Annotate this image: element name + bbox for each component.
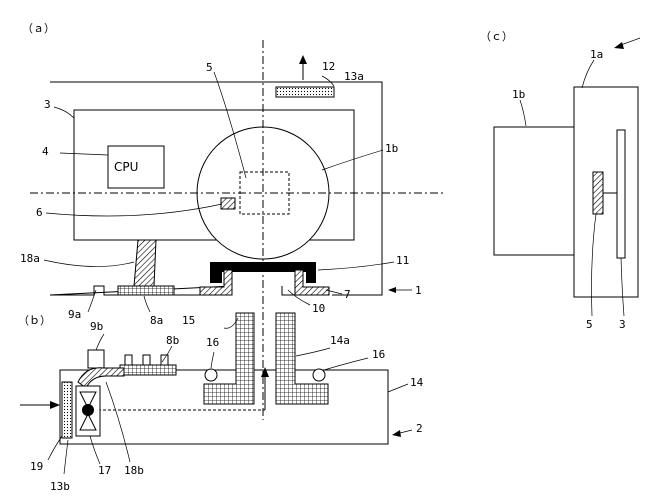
leader-9b (95, 333, 105, 351)
label-13a: 13a (344, 70, 364, 83)
connector-8b (119, 364, 177, 376)
label-3a: 3 (44, 98, 51, 111)
leader-1b (321, 149, 384, 171)
module-5-side (592, 171, 604, 215)
label-5a: 5 (206, 61, 213, 74)
leader-9a (87, 289, 97, 313)
label-5c: 5 (586, 318, 593, 331)
label-1b-a: 1b (385, 142, 398, 155)
label-12: 12 (322, 60, 335, 73)
label-10: 10 (312, 302, 325, 315)
label-14a: 14a (330, 334, 350, 347)
label-1a: 1a (590, 48, 603, 61)
leader-13a (321, 75, 335, 87)
body-1b (493, 126, 575, 256)
label-15: 15 (182, 314, 195, 327)
label-3c: 3 (619, 318, 626, 331)
leader-14 (387, 383, 409, 393)
valve-upper (79, 391, 97, 410)
leader-5c (591, 213, 597, 317)
leader-16-right (323, 357, 369, 371)
board-3-side (616, 129, 626, 259)
leader-10 (287, 289, 311, 306)
label-13b: 13b (50, 480, 70, 493)
connector-8a (117, 285, 175, 296)
roller-16-left (204, 368, 218, 382)
leader-1-arrowhead (388, 287, 396, 293)
device-2-housing (59, 369, 389, 445)
leader-8b (161, 345, 173, 363)
label-9b: 9b (90, 320, 103, 333)
block-9b (87, 349, 105, 369)
label-8a: 8a (150, 314, 163, 327)
label-2: 2 (416, 422, 423, 435)
panel-label-c: （ｃ） (480, 30, 513, 43)
part-13a (275, 86, 335, 98)
label-16-right: 16 (372, 348, 385, 361)
roller-16-right (312, 368, 326, 382)
leader-4 (59, 152, 109, 156)
bracket-left (199, 269, 233, 296)
pin-1 (124, 354, 133, 366)
leader-15 (223, 317, 239, 329)
leader-6 (45, 203, 223, 217)
leader-5 (213, 71, 247, 179)
cable-18b (77, 367, 125, 389)
element-6 (220, 197, 236, 210)
label-4: 4 (42, 145, 49, 158)
leader-1a (581, 59, 595, 89)
label-18a: 18a (20, 252, 40, 265)
leader-16-left (210, 351, 215, 369)
bracket-7 (294, 269, 330, 296)
label-14: 14 (410, 376, 424, 389)
leader-device-1-arrowhead (614, 42, 624, 49)
pin-3 (160, 354, 169, 366)
label-11: 11 (396, 254, 409, 267)
leader-19 (47, 435, 63, 461)
leader-3c (620, 257, 625, 317)
cover-11 (210, 262, 316, 283)
pin-2 (142, 354, 151, 366)
housing-1a (573, 86, 639, 298)
tower-15 (203, 312, 255, 405)
leader-2-arrowhead (392, 430, 401, 437)
leader-3 (53, 106, 75, 119)
strip-13b (61, 381, 73, 439)
cpu-label: CPU (114, 160, 138, 174)
panel-label-b: （ｂ） (18, 314, 51, 327)
label-1: 1 (415, 284, 422, 297)
leader-17 (89, 435, 101, 465)
leader-18a (43, 259, 135, 267)
label-19: 19 (30, 460, 43, 473)
label-6: 6 (36, 206, 43, 219)
cable-18a (133, 239, 157, 287)
cpu-box (107, 145, 165, 189)
label-16-left: 16 (206, 336, 219, 349)
valve-lower (79, 412, 97, 431)
arrow-12-head (299, 55, 307, 64)
leader-14a (295, 347, 331, 357)
input-arrow-head (50, 401, 60, 409)
leader-18b (105, 381, 131, 463)
leader-8a (143, 295, 151, 313)
label-17: 17 (98, 464, 111, 477)
leader-11 (317, 261, 395, 271)
tower-14a (275, 312, 329, 405)
label-7: 7 (344, 288, 351, 301)
panel-label-a: （ａ） (22, 22, 55, 35)
label-1b-c: 1b (512, 88, 525, 101)
leader-7 (325, 289, 343, 295)
label-9a: 9a (68, 308, 81, 321)
leader-13b (63, 439, 69, 475)
valve-ball (82, 404, 94, 416)
airflow-arrow-head (261, 367, 269, 377)
leader-1b-c (519, 99, 527, 127)
label-8b: 8b (166, 334, 179, 347)
label-18b: 18b (124, 464, 144, 477)
